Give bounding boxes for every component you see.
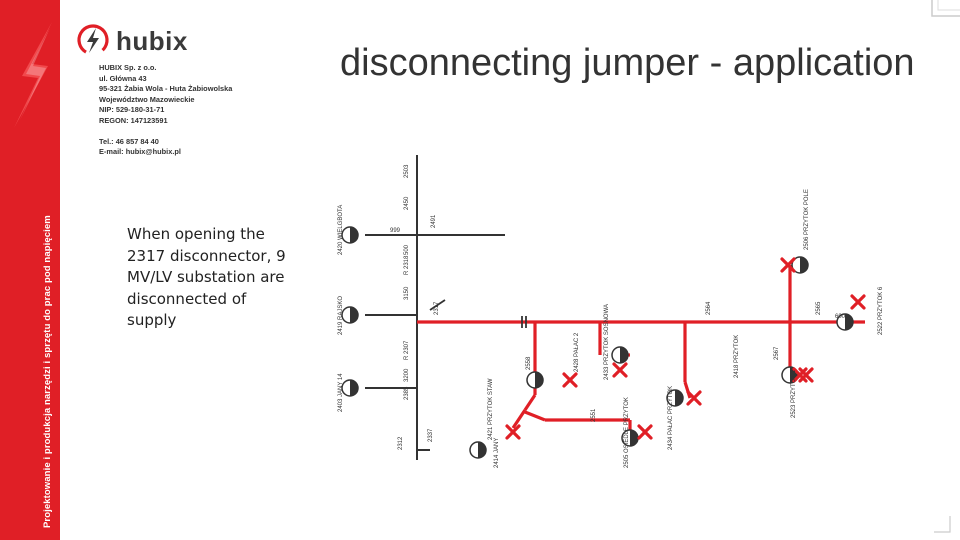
label-2418: 2418 PRZYTOK — [734, 335, 740, 378]
label-2564: 2564 — [706, 301, 712, 315]
company-phone: Tel.: 46 857 84 40 — [99, 136, 159, 146]
company-line: NIP: 529-180-31-71 — [99, 105, 165, 115]
label-2491: 2491 — [431, 214, 437, 228]
network-diagram: 2503 2450 2491 2420 WIELGBOTA R 2318 315… — [338, 155, 884, 468]
corner-decoration — [934, 516, 951, 533]
label-2523: 2523 PRZYTOK 1 — [791, 369, 797, 418]
sidebar-tagline: Projektowanie i produkcja narzędzi i spr… — [42, 215, 53, 528]
slide-title: disconnecting jumper - application — [340, 42, 915, 84]
company-line: Województwo Mazowieckie — [99, 94, 195, 104]
logo-text: hubix — [116, 26, 188, 56]
label-2419: 2419 RAJSKO — [338, 296, 344, 335]
label-2428: 2428 PAŁAC 2 — [574, 332, 580, 372]
label-2385: 2385 — [404, 386, 410, 400]
label-2450: 2450 — [404, 196, 410, 210]
label-2565: 2565 — [816, 301, 822, 315]
label-2503: 2503 — [404, 164, 410, 178]
company-line: HUBIX Sp. z o.o. — [99, 63, 157, 72]
slide-description: When opening the 2317 disconnector, 9 MV… — [127, 225, 286, 329]
lightning-bolt-icon — [14, 22, 52, 128]
substation-markers — [341, 226, 854, 459]
label-2433: 2433 PRZYTOK SOSNOWA — [604, 304, 610, 380]
label-2337: 2337 — [428, 428, 434, 442]
company-line: 95-321 Żabia Wola - Huta Żabiowolska — [99, 84, 233, 94]
disconnector-2317 — [429, 299, 527, 328]
label-2506: 2506 PRZYTOK POLE — [804, 189, 810, 250]
label-2434: 2434 PAŁAC PRZYTOK — [668, 386, 674, 450]
company-info: HUBIX Sp. z o.o. ul. Główna 43 95-321 Ża… — [99, 63, 232, 158]
label-2307: R 2307 — [404, 340, 410, 360]
label-2567: 2567 — [774, 346, 780, 360]
label-2551: 2551 — [591, 408, 597, 422]
label-999: 999 — [390, 228, 401, 234]
company-line: ul. Główna 43 — [99, 73, 147, 83]
label-3200: 3200 — [404, 368, 410, 382]
label-2403: 2403 JANY 14 — [338, 373, 344, 412]
company-line: REGON: 147123591 — [99, 115, 168, 125]
disconnected-markers — [505, 257, 866, 440]
company-email: E-mail: hubix@hubix.pl — [99, 147, 181, 157]
label-2421: 2421 PRZYTOK STAW — [488, 378, 494, 440]
label-2558: 2558 — [526, 356, 532, 370]
corner-decoration — [931, 0, 960, 17]
label-2505: 2505 OSIEDLE PRZYTOK — [624, 397, 630, 468]
label-2522: 2522 PRZYTOK 6 — [878, 286, 884, 335]
label-2317: 2317 — [434, 301, 440, 315]
label-2420: 2420 WIELGBOTA — [338, 205, 344, 255]
label-600t: 600t — [835, 314, 847, 320]
label-500: 500 — [404, 244, 410, 255]
sidebar-band: Projektowanie i produkcja narzędzi i spr… — [0, 0, 60, 540]
hubix-logo — [77, 24, 109, 56]
label-2414: 2414 JANY — [494, 438, 500, 468]
label-2318: R 2318 — [404, 255, 410, 275]
label-2312: 2312 — [398, 436, 404, 450]
label-3150: 3150 — [404, 286, 410, 300]
